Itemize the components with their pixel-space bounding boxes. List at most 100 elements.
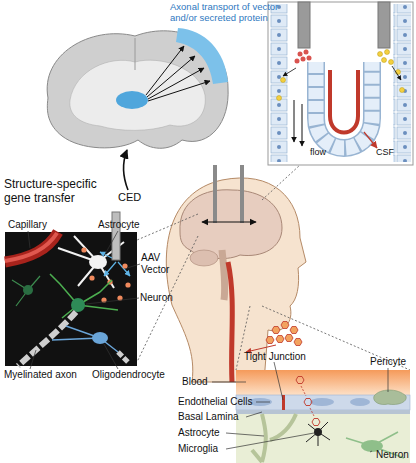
inset-guide-line <box>236 306 250 370</box>
ced-arrow <box>123 150 128 190</box>
blood-brain-barrier-inset <box>296 377 304 384</box>
leader-line <box>86 298 139 304</box>
cellular-inset <box>92 332 108 344</box>
brain-coronal-section <box>47 28 228 148</box>
head-profile <box>290 327 298 334</box>
brain-coronal-section <box>176 28 228 84</box>
leader-line <box>212 382 246 383</box>
cellular-inset <box>122 263 127 268</box>
head-profile <box>166 165 306 382</box>
cellular-inset <box>118 352 128 362</box>
brain-coronal-section <box>148 68 204 99</box>
cellular-inset <box>5 233 57 261</box>
inset-guide-line <box>262 306 410 370</box>
blood-brain-barrier-inset <box>296 377 320 426</box>
head-profile <box>166 178 306 382</box>
choroid-plexus-inset <box>281 78 286 83</box>
blood-brain-barrier-inset <box>248 398 272 406</box>
head-profile <box>213 165 217 223</box>
choroid-plexus-inset <box>330 70 358 133</box>
choroid-plexus-inset <box>316 62 372 148</box>
head-profile <box>281 322 289 329</box>
leader-line <box>28 231 388 452</box>
cellular-inset <box>89 255 107 269</box>
head-profile <box>190 250 218 266</box>
choroid-plexus-inset <box>385 50 390 55</box>
ced-arrow <box>123 150 128 190</box>
cellular-inset <box>71 298 85 312</box>
choroid-plexus-inset <box>298 2 310 48</box>
cellular-inset <box>81 247 86 252</box>
inset-guide-line <box>137 165 410 370</box>
head-profile <box>266 322 302 346</box>
part-label: Pericyte <box>370 356 406 368</box>
blood-brain-barrier-inset <box>310 398 334 406</box>
blood-brain-barrier-inset <box>236 370 410 463</box>
head-profile <box>222 250 225 300</box>
choroid-plexus-inset <box>277 96 282 101</box>
choroid-plexus-inset <box>382 58 387 63</box>
leader-line <box>388 368 389 392</box>
blood-brain-barrier-inset <box>236 410 410 414</box>
blood-brain-barrier-inset <box>350 398 370 406</box>
leader-line <box>127 264 140 268</box>
head-profile <box>294 339 302 346</box>
choroid-plexus-inset <box>378 52 383 57</box>
part-label: Capillary <box>8 219 47 231</box>
head-profile <box>202 221 256 222</box>
cellular-inset <box>5 232 58 262</box>
leader-line <box>370 451 372 452</box>
choroid-plexus-inset <box>304 50 309 55</box>
choroid-plexus-inset <box>268 2 413 165</box>
part-label: Basal Lamina <box>178 411 239 423</box>
blood-brain-barrier-inset <box>361 440 383 452</box>
cellular-inset <box>104 262 116 276</box>
part-label: Myelinated axon <box>4 369 77 381</box>
leader-line <box>28 231 30 248</box>
choroid-plexus-inset <box>295 59 300 64</box>
leader-line <box>274 362 283 400</box>
part-label: Microglia <box>178 443 218 455</box>
part-label: Blood <box>182 376 208 388</box>
head-profile <box>228 262 232 382</box>
blood-brain-barrier-inset <box>346 432 404 458</box>
part-label: Astrocyte <box>178 427 220 439</box>
part-label: Oligodendrocyte <box>92 369 165 381</box>
leader-line <box>30 350 36 369</box>
part-label: Neuron <box>140 292 173 304</box>
brain-coronal-section <box>70 60 206 130</box>
choroid-plexus-inset <box>302 104 303 146</box>
choroid-plexus-inset <box>298 52 303 57</box>
part-label: Endothelial Cells <box>178 396 253 408</box>
brain-coronal-section <box>135 38 136 70</box>
part-label: CSF <box>376 147 394 157</box>
blood-brain-barrier-inset <box>312 419 320 426</box>
part-label: Astrocyte <box>98 219 140 231</box>
blood-brain-barrier-inset <box>301 386 314 416</box>
head-profile <box>276 336 284 343</box>
blood-brain-barrier-inset <box>304 399 312 406</box>
leader-line <box>246 412 262 417</box>
cellular-inset <box>50 274 118 318</box>
choroid-plexus-inset <box>270 4 288 162</box>
choroid-plexus-inset <box>392 66 401 80</box>
choroid-plexus-inset <box>307 56 312 61</box>
leader-line <box>226 433 264 436</box>
choroid-plexus-inset <box>301 57 306 62</box>
choroid-plexus-inset <box>400 88 405 93</box>
blood-brain-barrier-inset <box>374 390 407 405</box>
cellular-inset <box>125 282 130 287</box>
choroid-plexus-inset <box>268 2 413 165</box>
blood-brain-barrier-inset <box>314 428 322 436</box>
annotation: Axonal transport of vector and/or secret… <box>170 2 290 24</box>
inset-guide-line <box>262 165 300 200</box>
leader-line <box>226 433 314 449</box>
part-label: Neuron <box>376 449 409 461</box>
cellular-inset <box>12 276 40 306</box>
head-profile <box>272 327 280 334</box>
leader-line <box>256 402 270 403</box>
brain-coronal-section <box>116 91 148 109</box>
cellular-inset <box>112 212 120 260</box>
